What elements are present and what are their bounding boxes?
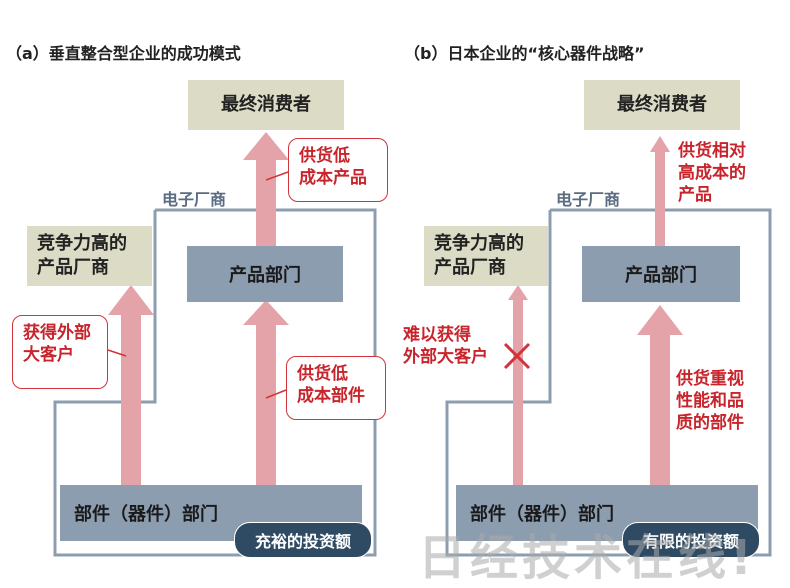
callout-top-tail <box>265 171 289 181</box>
right-caption: （b）日本企业的“核心器件战略” <box>404 44 645 63</box>
left-competitor-box: 竞争力高的 产品厂商 <box>27 226 152 286</box>
left-consumer-box: 最终消费者 <box>188 80 344 130</box>
right-text-quality-parts: 供货重视 性能和品 质的部件 <box>676 369 744 433</box>
right-product-dept-box: 产品部门 <box>582 246 740 302</box>
right-investment-badge: 有限的投资额 <box>622 522 760 558</box>
right-competitor-box: 竞争力高的 产品厂商 <box>424 226 548 286</box>
left-product-dept-box: 产品部门 <box>187 246 343 302</box>
right-maker-outline <box>445 208 772 557</box>
watermark-logo: 日经技术在线! <box>418 530 756 586</box>
left-maker-outline <box>53 208 377 557</box>
left-arrow-parts-to-competitor <box>108 285 154 485</box>
left-arrow-product-to-consumer <box>243 132 289 246</box>
callout-left-tail <box>107 349 127 357</box>
left-investment-badge: 充裕的投资额 <box>234 522 372 558</box>
right-arrow-parts-to-competitor <box>508 285 528 485</box>
right-text-high-cost-products: 供货相对 高成本的 产品 <box>678 141 746 205</box>
right-arrow-parts-to-product <box>637 305 683 485</box>
left-maker-label: 电子厂商 <box>162 190 227 209</box>
left-callout-external-customers: 获得外部 大客户 <box>12 315 108 389</box>
left-arrow-parts-to-product <box>243 300 289 485</box>
blocked-x-icon <box>503 342 531 370</box>
right-arrow-product-to-consumer <box>650 136 670 246</box>
left-caption: （a）垂直整合型企业的成功模式 <box>6 44 241 63</box>
right-text-hard-to-win-customers: 难以获得 外部大客户 <box>403 325 488 367</box>
right-maker-label: 电子厂商 <box>556 190 621 209</box>
callout-right-tail <box>265 389 287 399</box>
left-callout-low-cost-parts: 供货低 成本部件 <box>286 356 386 420</box>
right-consumer-box: 最终消费者 <box>584 80 740 130</box>
left-callout-low-cost-products: 供货低 成本产品 <box>288 138 388 202</box>
